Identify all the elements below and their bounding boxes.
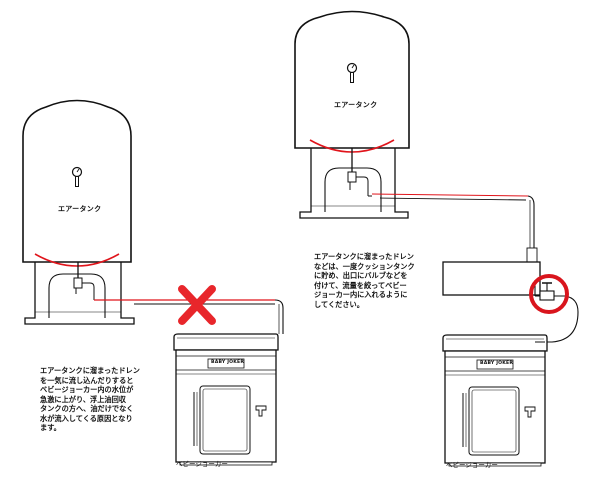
valve-highlight-circle xyxy=(529,274,569,314)
outlet-valve xyxy=(534,280,579,343)
right-drain-valve xyxy=(347,148,369,196)
right-tank-stand xyxy=(299,148,409,219)
left-baby-joker-unit xyxy=(173,333,279,466)
right-tank-label: エアータンク xyxy=(334,101,378,109)
right-instruction-note: エアータンクに溜まったドレン などは、一度クッションタンク に貯め、出口にバルブ… xyxy=(314,252,415,309)
right-air-tank xyxy=(294,10,410,153)
right-brand-plate: BABY JOKER xyxy=(480,361,514,366)
left-drain-pipe xyxy=(94,299,284,334)
left-unit-label: ベビージョーカー xyxy=(176,460,228,468)
left-brand-plate: BABY JOKER xyxy=(211,360,245,365)
left-tank-label: エアータンク xyxy=(58,205,102,213)
left-drain-valve xyxy=(73,262,95,300)
left-tank-bottom-red-arc xyxy=(34,253,120,267)
right-unit-label: ベビージョーカー xyxy=(446,461,498,469)
warning-x-mark xyxy=(178,285,216,325)
right-baby-joker-unit xyxy=(442,334,548,467)
left-pressure-gauge-icon xyxy=(71,166,83,187)
left-tank-stand xyxy=(24,262,135,325)
right-pressure-gauge-icon xyxy=(346,62,358,83)
left-air-tank xyxy=(22,99,132,267)
left-warning-note: エアータンクに溜まったドレン を一気に流し込んだりすると ベビージョーカー内の水… xyxy=(40,366,140,432)
cushion-tank xyxy=(442,261,541,296)
